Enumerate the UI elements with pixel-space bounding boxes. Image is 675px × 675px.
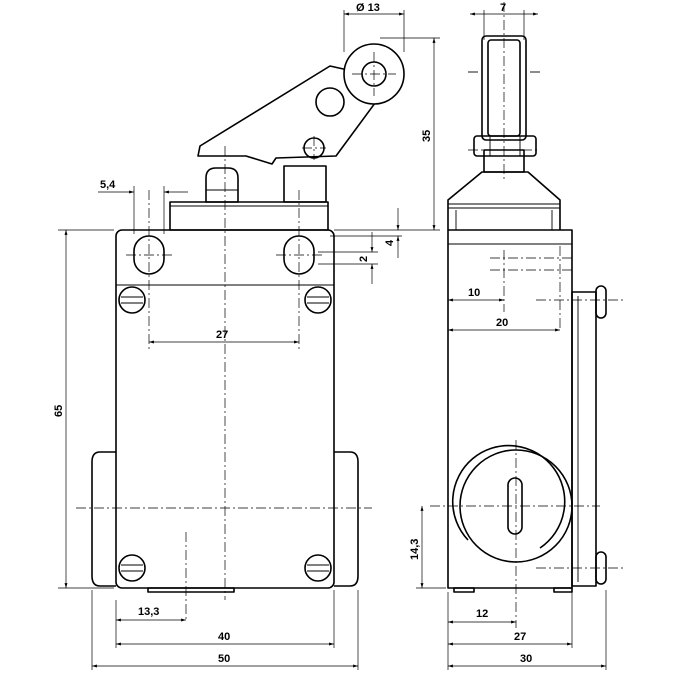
dim-offset-10: 10 (468, 287, 480, 299)
dim-base-width: 40 (218, 631, 230, 643)
side-screw-top (595, 285, 607, 319)
front-head (169, 201, 329, 231)
dim-total-width: 50 (218, 653, 230, 665)
dim-offset-20: 20 (496, 317, 508, 329)
cable-gland (451, 444, 566, 549)
side-flange (571, 291, 597, 587)
dim-slot-height: 4 (384, 239, 396, 246)
side-head (447, 171, 561, 230)
dim-roller-width: 7 (500, 2, 506, 14)
dim-side-total-width: 30 (520, 653, 532, 665)
front-left-boss (91, 451, 116, 587)
screw-bottom-right (304, 554, 332, 582)
dim-slot-spacing: 27 (216, 329, 228, 341)
dim-side-base-width: 27 (514, 631, 526, 643)
dim-lever-height: 35 (421, 130, 433, 142)
plunger (205, 167, 239, 203)
dim-cable-height: 14,3 (409, 539, 421, 560)
front-view: 5,4 27 65 13,3 40 50 Ø 13 35 (53, 2, 440, 670)
side-roller (481, 35, 527, 141)
dim-slot-pitch: 5,4 (100, 179, 116, 191)
front-right-boss (334, 451, 359, 587)
dim-roller-diameter: Ø 13 (356, 2, 380, 14)
dim-slot-width: 2 (358, 256, 370, 262)
screw-bottom-left (118, 554, 146, 582)
dim-bottom-offset: 13,3 (138, 606, 159, 618)
dim-height: 65 (53, 405, 65, 417)
dim-cable-offset: 12 (476, 608, 488, 620)
side-view: 7 10 20 14,3 12 27 30 (409, 2, 624, 670)
screw-top-right (304, 286, 332, 314)
screw-top-left (118, 286, 146, 314)
